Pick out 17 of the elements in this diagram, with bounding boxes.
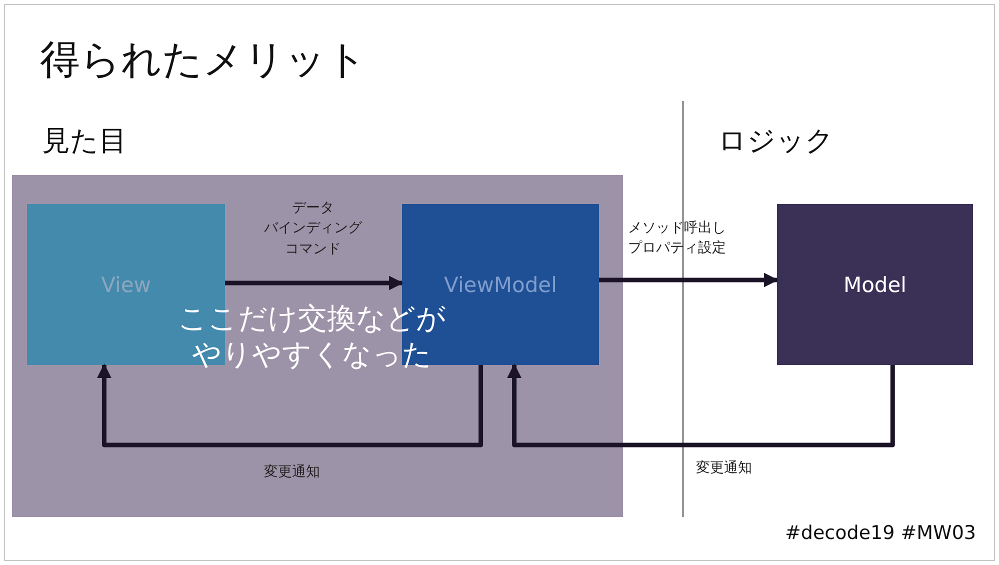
edge-label: データバインディングコマンド <box>264 199 362 259</box>
node-label: ViewModel <box>444 272 557 296</box>
section-heading: ロジック <box>718 123 834 159</box>
edge-label: 変更通知 <box>696 459 752 478</box>
section-heading: 見た目 <box>42 123 127 159</box>
arrow <box>97 364 484 448</box>
node-label: View <box>101 272 151 296</box>
node-label: Model <box>843 272 907 296</box>
arrow <box>599 272 778 288</box>
slide-title: 得られたメリット <box>40 36 367 85</box>
arrow <box>225 276 404 290</box>
group-panel <box>12 175 623 517</box>
edge-label: メソッド呼出しプロパティ設定 <box>628 219 726 258</box>
model-box <box>777 204 973 365</box>
edge-label: 変更通知 <box>264 463 320 482</box>
hashtag-text: #decode19 #MW03 <box>785 522 976 544</box>
arrow <box>507 364 895 448</box>
